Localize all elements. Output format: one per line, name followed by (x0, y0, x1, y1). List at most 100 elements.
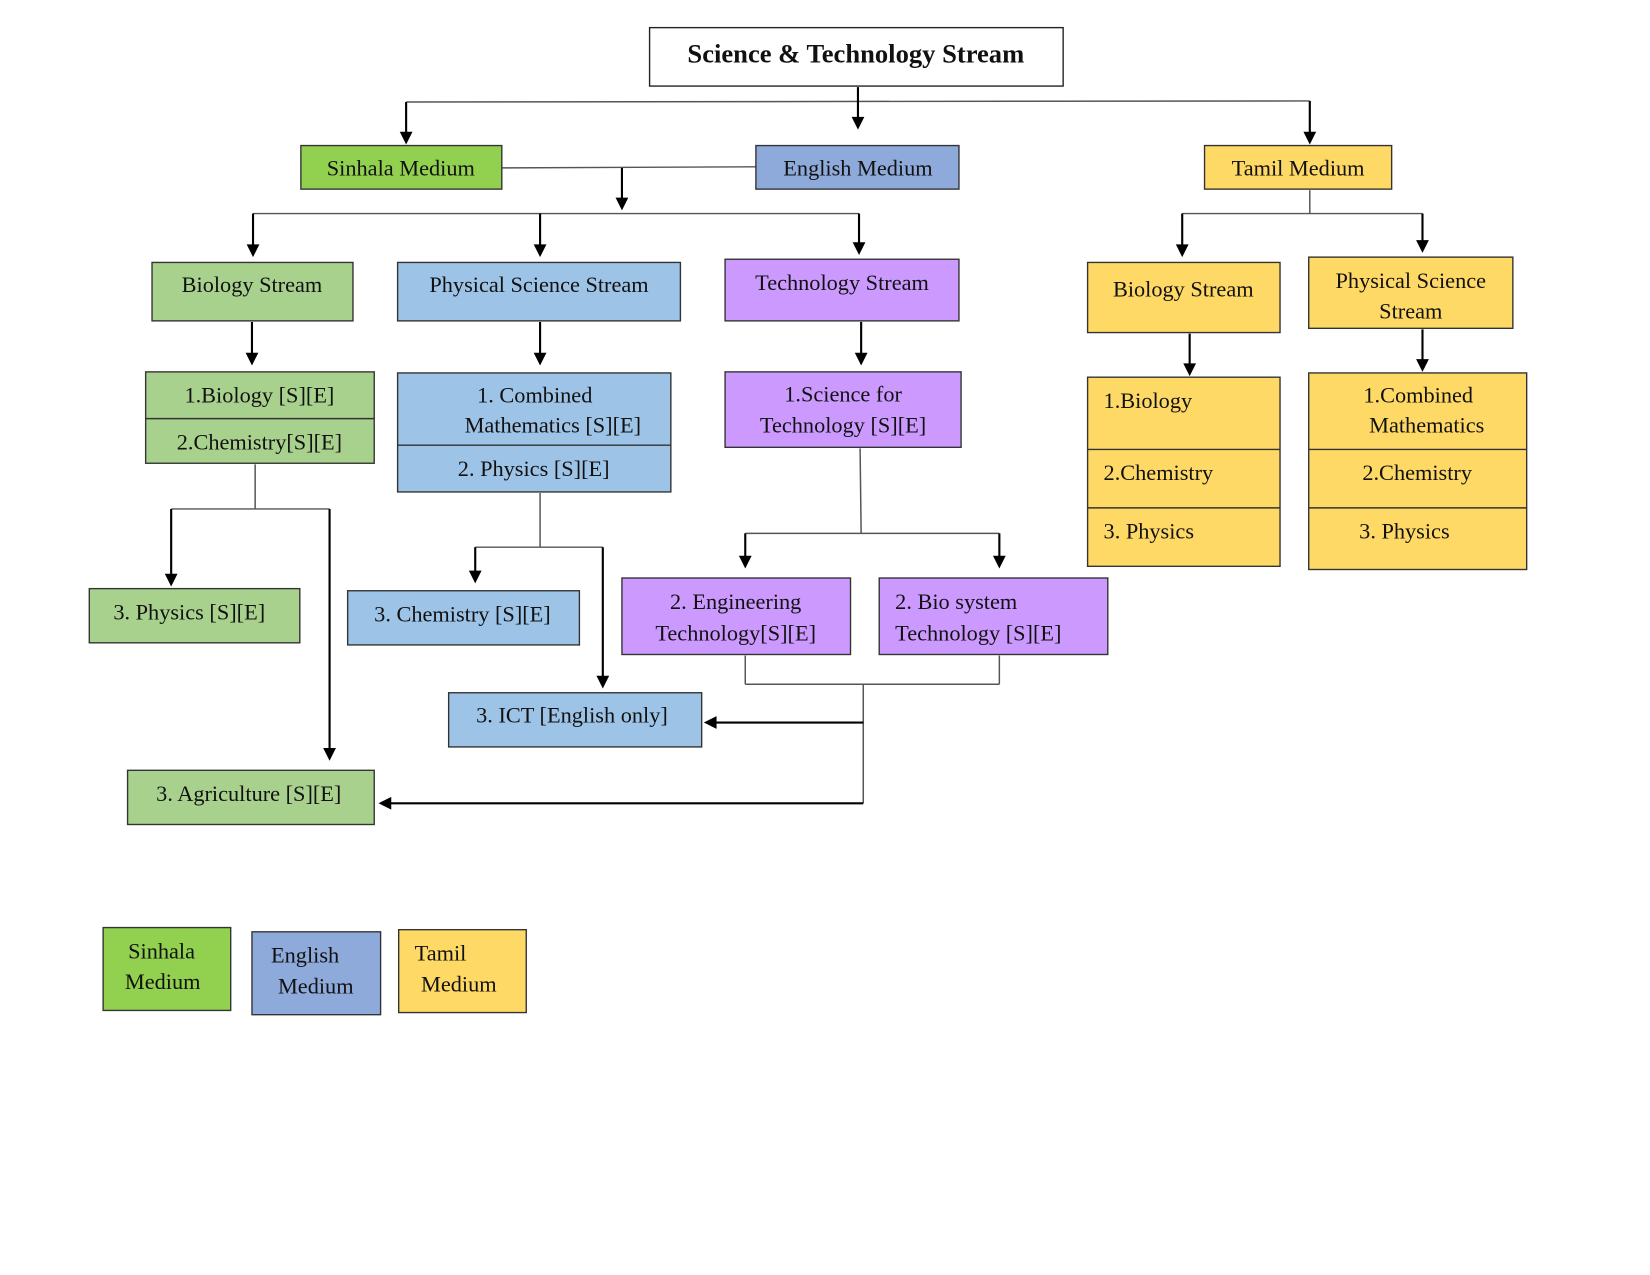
tamil-subject-physics: 3. Physics (1104, 519, 1194, 544)
node-physical-option-chemistry[interactable]: 3. Chemistry [S][E] (346, 590, 581, 646)
arrow-head (1416, 240, 1429, 253)
option-box (621, 577, 852, 656)
tamil-physical-science-label-line1: Physical Science (1336, 268, 1487, 293)
node-biology-subjects[interactable]: 1.Biology [S][E] 2.Chemistry[S][E] (144, 371, 375, 464)
subject-chemistry: 2.Chemistry[S][E] (177, 429, 342, 454)
node-english-medium[interactable]: English Medium (755, 144, 960, 190)
tamil-physical-science-label-line2: Stream (1379, 299, 1442, 324)
tamil-biology-stream-label: Biology Stream (1113, 276, 1254, 301)
connector-line (501, 166, 756, 169)
option-ict: 3. ICT [English only] (476, 703, 668, 728)
node-physical-option-ict[interactable]: 3. ICT [English only] (447, 692, 703, 748)
connectors (164, 87, 1429, 810)
arrow-head (854, 352, 868, 366)
arrow-head (596, 675, 610, 689)
tamil-subject-biology: 1.Biology (1104, 388, 1193, 413)
arrow-head (852, 242, 866, 255)
subject-biology: 1.Biology [S][E] (184, 383, 334, 408)
tamil-subject-physics: 3. Physics (1359, 519, 1449, 544)
biology-stream-label: Biology Stream (182, 272, 323, 297)
option-box (88, 587, 301, 644)
node-tamil-physical-science-stream[interactable]: Physical Science Stream (1308, 256, 1514, 330)
arrow-head (399, 131, 413, 145)
option-biosystem-line1: 2. Bio system (895, 589, 1017, 614)
node-physical-science-subjects[interactable]: 1. Combined Mathematics [S][E] 2. Physic… (396, 372, 672, 493)
option-agriculture: 3. Agriculture [S][E] (156, 781, 341, 806)
arrow-head (992, 555, 1006, 569)
legend-english-line2: Medium (278, 973, 354, 998)
legend-swatch (397, 928, 527, 1014)
technology-stream-label: Technology Stream (755, 270, 929, 295)
node-tamil-physical-subjects[interactable]: 1.Combined Mathematics 2.Chemistry 3. Ph… (1308, 372, 1528, 571)
legend-english-line1: English (271, 943, 339, 968)
arrow-head (1416, 359, 1429, 372)
tamil-biology-subjects-box (1086, 376, 1281, 568)
sinhala-medium-box (300, 144, 503, 190)
english-medium-box (755, 144, 960, 190)
subject-sft-line1: 1.Science for (784, 382, 902, 407)
title-box (648, 26, 1064, 87)
physical-science-stream-box (396, 261, 682, 322)
legend-swatch (102, 926, 232, 1012)
option-physics: 3. Physics [S][E] (113, 599, 265, 624)
option-engineering-line2: Technology[S][E] (655, 621, 816, 646)
arrow-head (1183, 363, 1197, 377)
node-technology-option-engineering[interactable]: 2. Engineering Technology[S][E] (621, 577, 852, 656)
node-biology-stream[interactable]: Biology Stream (151, 261, 354, 322)
legend-swatch (251, 931, 382, 1016)
arrow-head (246, 244, 260, 258)
legend-sinhala: Sinhala Medium (102, 926, 232, 1012)
biology-stream-box (151, 261, 354, 322)
tamil-physical-subjects-box (1308, 372, 1528, 571)
node-biology-option-physics[interactable]: 3. Physics [S][E] (88, 587, 301, 644)
node-tamil-biology-stream[interactable]: Biology Stream (1086, 261, 1281, 334)
arrow-head (245, 352, 259, 366)
option-biosystem-line2: Technology [S][E] (895, 621, 1061, 646)
legend-tamil-line2: Medium (421, 971, 497, 996)
node-sinhala-medium[interactable]: Sinhala Medium (300, 144, 503, 190)
technology-stream-box (724, 258, 960, 322)
subject-combined-maths-line1: 1. Combined (477, 383, 592, 408)
tamil-physical-science-stream-box (1308, 256, 1514, 330)
node-tamil-biology-subjects[interactable]: 1.Biology 2.Chemistry 3. Physics (1086, 376, 1281, 568)
arrow-head (738, 555, 752, 569)
arrow-head (703, 716, 717, 729)
connector-line (859, 448, 862, 534)
tamil-subject-combined-line1: 1.Combined (1363, 383, 1473, 408)
legend-english: English Medium (251, 931, 382, 1016)
arrow-head (323, 748, 336, 761)
arrow-head (378, 796, 392, 810)
option-box (346, 590, 581, 646)
english-medium-label: English Medium (783, 155, 932, 180)
node-tamil-medium[interactable]: Tamil Medium (1203, 144, 1393, 190)
option-box (126, 769, 375, 826)
arrow-head (533, 352, 547, 366)
option-chemistry: 3. Chemistry [S][E] (374, 602, 551, 627)
arrow-head (533, 244, 547, 258)
subject-combined-maths-line2: Mathematics [S][E] (465, 412, 642, 437)
page-title: Science & Technology Stream (687, 39, 1024, 69)
tamil-subject-combined-line2: Mathematics (1369, 412, 1484, 437)
physical-science-subjects-box (396, 372, 672, 493)
node-technology-subjects[interactable]: 1.Science for Technology [S][E] (724, 371, 962, 449)
technology-subjects-box (724, 371, 962, 449)
biology-subjects-box (144, 371, 375, 464)
legend-sinhala-line2: Medium (125, 969, 201, 994)
tamil-medium-label: Tamil Medium (1232, 155, 1365, 180)
node-technology-option-biosystem[interactable]: 2. Bio system Technology [S][E] (878, 577, 1109, 656)
option-box (447, 692, 703, 748)
title-node[interactable]: Science & Technology Stream (648, 26, 1064, 87)
arrow-head (164, 573, 178, 587)
tamil-subject-chemistry: 2.Chemistry (1104, 460, 1215, 485)
tamil-biology-stream-box (1086, 261, 1281, 334)
legend: Sinhala Medium English Medium Tamil Medi… (102, 926, 527, 1016)
node-biology-option-agriculture[interactable]: 3. Agriculture [S][E] (126, 769, 375, 826)
arrow-head (1175, 244, 1189, 258)
node-physical-science-stream[interactable]: Physical Science Stream (396, 261, 682, 322)
option-box (878, 577, 1109, 656)
node-technology-stream[interactable]: Technology Stream (724, 258, 960, 322)
legend-tamil: Tamil Medium (397, 928, 527, 1014)
tamil-medium-box (1203, 144, 1393, 190)
physical-science-stream-label: Physical Science Stream (429, 272, 648, 297)
